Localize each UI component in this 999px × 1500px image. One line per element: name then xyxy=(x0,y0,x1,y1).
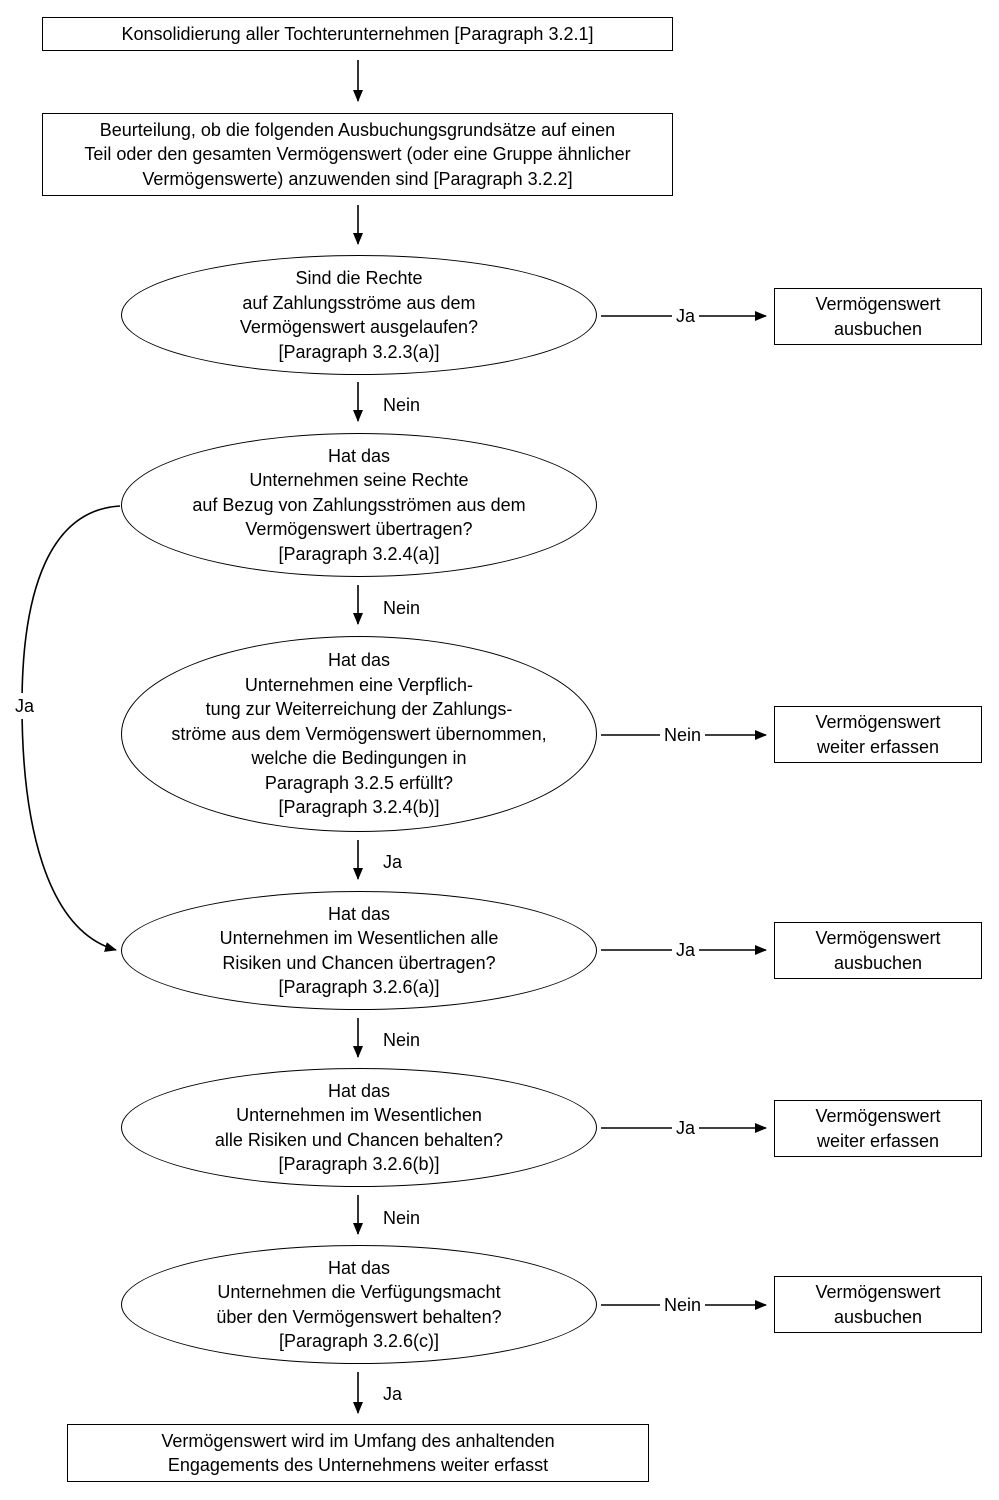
box-beurteilung: Beurteilung, ob die folgenden Ausbuchung… xyxy=(42,113,673,196)
box-weiter-erfasst-final-text: Vermögenswert wird im Umfang des anhalte… xyxy=(161,1430,555,1476)
label-q1-nein: Nein xyxy=(383,394,421,416)
decision-verpflichtung-weiterreichung-text: Hat das Unternehmen eine Verpflich- tung… xyxy=(171,650,547,818)
label-q6-ja: Ja xyxy=(383,1383,403,1405)
label-q5-ja: Ja xyxy=(672,1117,700,1139)
result-ausbuchen-2: Vermögenswert ausbuchen xyxy=(774,922,982,979)
label-q2-nein: Nein xyxy=(383,597,421,619)
decision-rechte-ausgelaufen: Sind die Rechte auf Zahlungsströme aus d… xyxy=(121,255,597,375)
box-weiter-erfasst-final: Vermögenswert wird im Umfang des anhalte… xyxy=(67,1424,649,1482)
result-ausbuchen-3-text: Vermögenswert ausbuchen xyxy=(815,1282,941,1327)
box-konsolidierung-text: Konsolidierung aller Tochterunternehmen … xyxy=(121,23,594,44)
decision-rechte-ausgelaufen-text: Sind die Rechte auf Zahlungsströme aus d… xyxy=(239,268,479,362)
box-konsolidierung: Konsolidierung aller Tochterunternehmen … xyxy=(42,17,673,51)
label-q6-nein: Nein xyxy=(660,1294,706,1316)
result-ausbuchen-1: Vermögenswert ausbuchen xyxy=(774,288,982,345)
label-q3-nein: Nein xyxy=(660,724,706,746)
arrow-q2-q4-curve xyxy=(21,505,121,952)
decision-verfuegungsmacht: Hat das Unternehmen die Verfügungsmacht … xyxy=(121,1245,597,1364)
result-weiter-erfassen-1-text: Vermögenswert weiter erfassen xyxy=(815,712,941,757)
decision-risiken-uebertragen: Hat das Unternehmen im Wesentlichen alle… xyxy=(121,891,597,1010)
decision-rechte-uebertragen: Hat das Unternehmen seine Rechte auf Bez… xyxy=(121,433,597,577)
result-ausbuchen-2-text: Vermögenswert ausbuchen xyxy=(815,928,941,973)
result-weiter-erfassen-1: Vermögenswert weiter erfassen xyxy=(774,706,982,763)
label-q4-ja: Ja xyxy=(672,939,700,961)
result-ausbuchen-3: Vermögenswert ausbuchen xyxy=(774,1276,982,1333)
label-q4-nein: Nein xyxy=(383,1029,421,1051)
label-q1-ja: Ja xyxy=(672,305,700,327)
result-ausbuchen-1-text: Vermögenswert ausbuchen xyxy=(815,294,941,339)
label-q3-ja: Ja xyxy=(383,851,403,873)
result-weiter-erfassen-2-text: Vermögenswert weiter erfassen xyxy=(815,1106,941,1151)
decision-rechte-uebertragen-text: Hat das Unternehmen seine Rechte auf Bez… xyxy=(192,445,526,564)
box-beurteilung-text: Beurteilung, ob die folgenden Ausbuchung… xyxy=(84,119,631,189)
label-q2-ja-curve: Ja xyxy=(13,693,37,719)
decision-verpflichtung-weiterreichung: Hat das Unternehmen eine Verpflich- tung… xyxy=(121,636,597,832)
decision-risiken-uebertragen-text: Hat das Unternehmen im Wesentlichen alle… xyxy=(219,903,499,998)
label-q5-nein: Nein xyxy=(383,1207,421,1229)
decision-risiken-behalten: Hat das Unternehmen im Wesentlichen alle… xyxy=(121,1068,597,1187)
decision-risiken-behalten-text: Hat das Unternehmen im Wesentlichen alle… xyxy=(214,1080,504,1175)
decision-verfuegungsmacht-text: Hat das Unternehmen die Verfügungsmacht … xyxy=(216,1257,502,1352)
result-weiter-erfassen-2: Vermögenswert weiter erfassen xyxy=(774,1100,982,1157)
